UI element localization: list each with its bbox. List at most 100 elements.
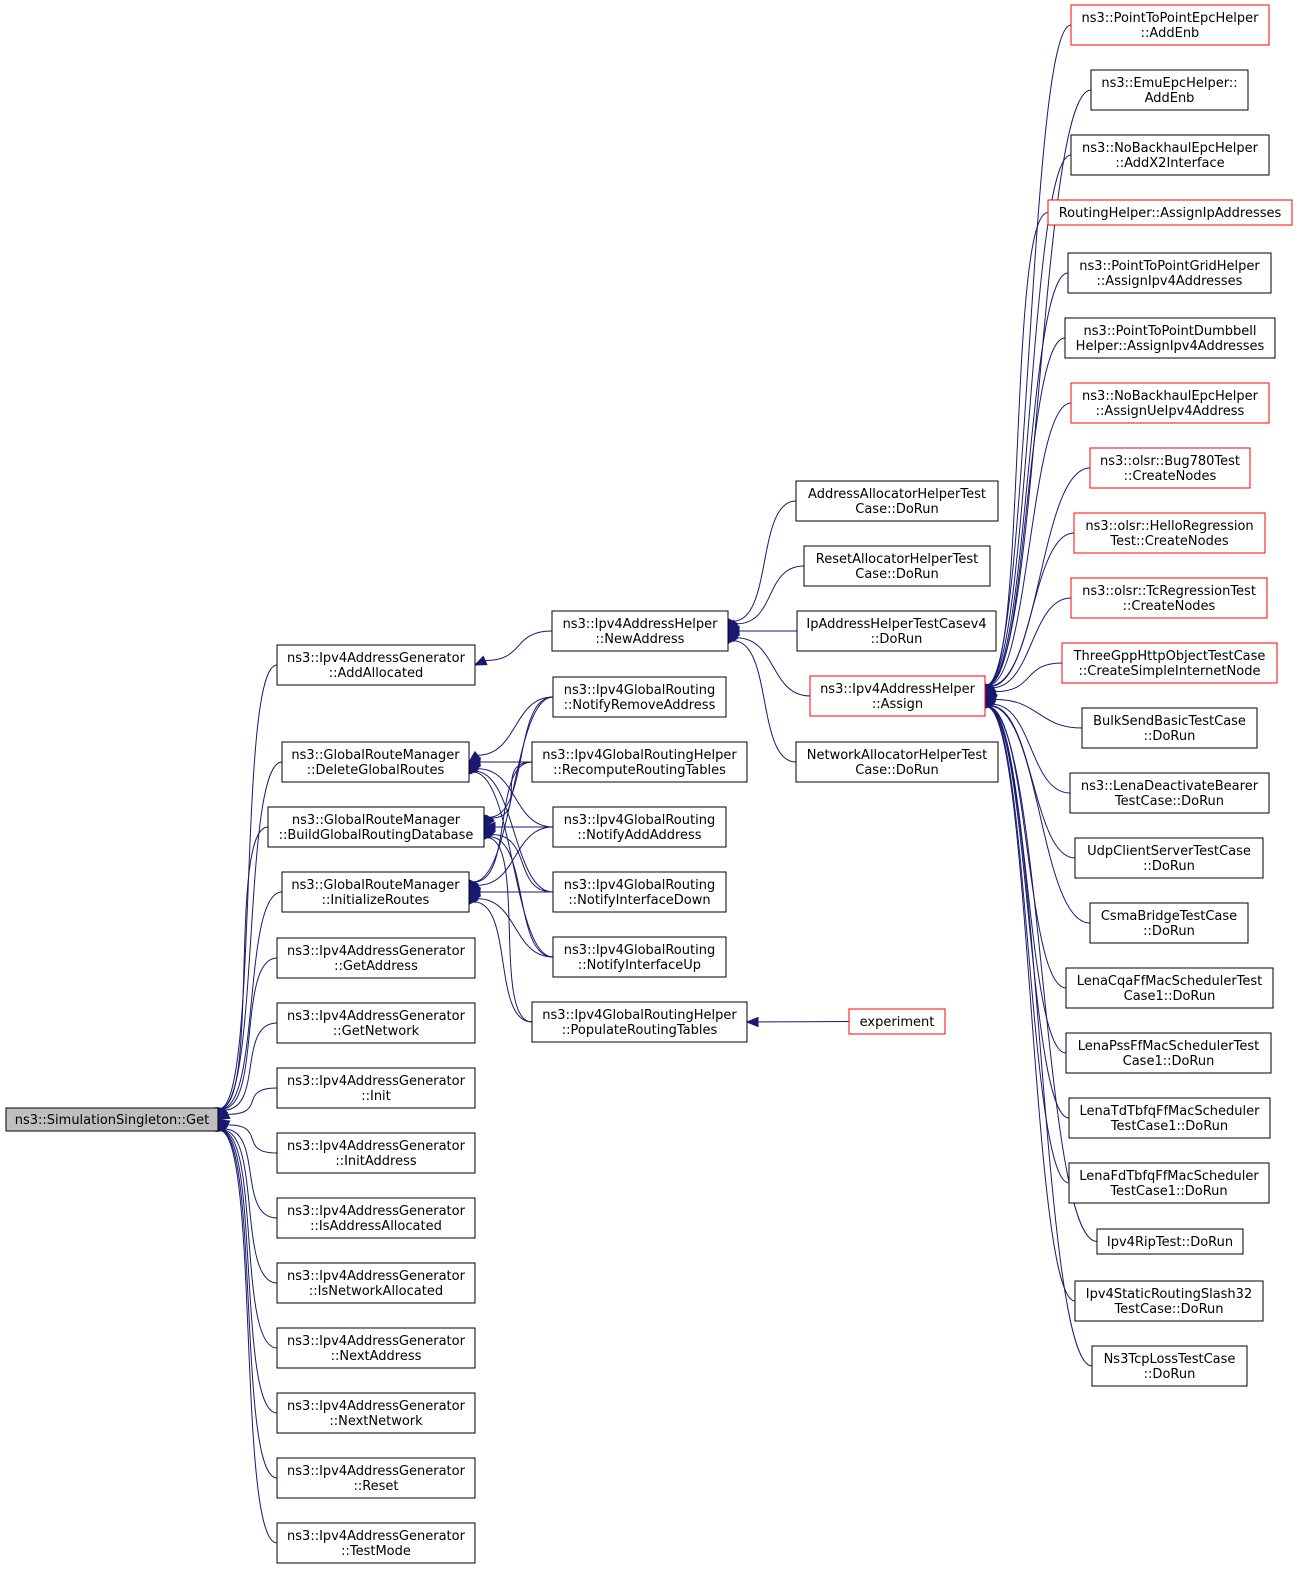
node-root[interactable]: ns3::SimulationSingleton::Get <box>5 1107 219 1132</box>
edge-bulk-send-to-assign <box>983 694 1083 729</box>
node-box <box>276 1197 476 1239</box>
node-label-line: ns3::GlobalRouteManager <box>292 813 461 828</box>
node-label-line: ::RecomputeRoutingTables <box>553 763 726 778</box>
node-no-backhaul-assign-ue[interactable]: ns3::NoBackhaulEpcHelper::AssignUeIpv4Ad… <box>1070 382 1270 424</box>
node-assign[interactable]: ns3::Ipv4AddressHelper::Assign <box>809 675 986 717</box>
node-udp-client-server[interactable]: UdpClientServerTestCase::DoRun <box>1074 837 1264 879</box>
arrowhead-icon <box>473 655 488 666</box>
node-label-line: ns3::Ipv4AddressGenerator <box>287 1009 466 1024</box>
node-init-address[interactable]: ns3::Ipv4AddressGenerator::InitAddress <box>276 1132 476 1174</box>
node-box <box>552 936 727 978</box>
node-label-line: TestCase::DoRun <box>1113 1302 1223 1317</box>
node-box <box>795 741 999 783</box>
node-test-mode[interactable]: ns3::Ipv4AddressGenerator::TestMode <box>276 1522 476 1564</box>
node-ns-3-tcp-loss[interactable]: Ns3TcpLossTestCase::DoRun <box>1091 1345 1248 1387</box>
node-no-backhaul-add-x-2[interactable]: ns3::NoBackhaulEpcHelper::AddX2Interface <box>1070 134 1270 176</box>
node-label-line: NetworkAllocatorHelperTest <box>807 748 987 763</box>
node-label-line: ns3::NoBackhaulEpcHelper <box>1082 141 1259 156</box>
node-label-line: ::GetAddress <box>334 959 418 974</box>
node-box <box>1068 1097 1271 1139</box>
node-bulk-send[interactable]: BulkSendBasicTestCase::DoRun <box>1081 707 1258 749</box>
edge-test-mode-to-root <box>214 1118 278 1544</box>
node-is-address-allocated[interactable]: ns3::Ipv4AddressGenerator::IsAddressAllo… <box>276 1197 476 1239</box>
edge-reset-allocator-test-to-new-address <box>726 565 805 632</box>
node-p-2p-epc-add-enb[interactable]: ns3::PointToPointEpcHelper::AddEnb <box>1070 4 1270 46</box>
node-reset[interactable]: ns3::Ipv4AddressGenerator::Reset <box>276 1457 476 1499</box>
node-notify-remove-address[interactable]: ns3::Ipv4GlobalRouting::NotifyRemoveAddr… <box>552 676 727 718</box>
node-notify-add-address[interactable]: ns3::Ipv4GlobalRouting::NotifyAddAddress <box>552 806 727 848</box>
node-emu-epc-add-enb[interactable]: ns3::EmuEpcHelper::AddEnb <box>1090 69 1249 111</box>
node-label-line: AddEnb <box>1145 91 1195 106</box>
edge-line <box>489 696 554 818</box>
node-routing-helper-assign[interactable]: RoutingHelper::AssignIpAddresses <box>1047 199 1293 226</box>
node-delete-global-routes[interactable]: ns3::GlobalRouteManager::DeleteGlobalRou… <box>281 741 470 783</box>
node-notify-interface-down[interactable]: ns3::Ipv4GlobalRouting::NotifyInterfaceD… <box>552 871 727 913</box>
node-label-line: ns3::Ipv4GlobalRoutingHelper <box>542 748 737 763</box>
node-label-line: CsmaBridgeTestCase <box>1101 909 1237 924</box>
node-next-address[interactable]: ns3::Ipv4AddressGenerator::NextAddress <box>276 1327 476 1369</box>
node-label-line: ns3::olsr::TcRegressionTest <box>1082 584 1256 599</box>
node-box <box>276 644 476 686</box>
node-p-2p-dumbbell-assign[interactable]: ns3::PointToPointDumbbellHelper::AssignI… <box>1064 317 1276 359</box>
node-box <box>552 676 727 718</box>
node-initialize-routes[interactable]: ns3::GlobalRouteManager::InitializeRoute… <box>281 871 470 913</box>
edge-address-allocator-test-to-new-address <box>727 500 797 633</box>
edge-line <box>995 662 1063 693</box>
node-new-address[interactable]: ns3::Ipv4AddressHelper::NewAddress <box>551 610 729 652</box>
node-box <box>1065 1032 1272 1074</box>
node-label-line: Ns3TcpLossTestCase <box>1104 1352 1236 1367</box>
node-recompute-routing-tables[interactable]: ns3::Ipv4GlobalRoutingHelper::RecomputeR… <box>531 741 748 783</box>
edge-line <box>987 706 1067 989</box>
node-ip-address-helper-test[interactable]: IpAddressHelperTestCasev4::DoRun <box>796 610 997 652</box>
node-label-line: ::InitAddress <box>335 1154 417 1169</box>
node-label-line: TestCase::DoRun <box>1114 794 1224 809</box>
node-label-line: ::NewAddress <box>596 632 685 647</box>
node-p-2p-grid-assign[interactable]: ns3::PointToPointGridHelper::AssignIpv4A… <box>1067 252 1272 294</box>
node-build-global-routing-database[interactable]: ns3::GlobalRouteManager::BuildGlobalRout… <box>267 806 485 848</box>
node-bug-780-create-nodes[interactable]: ns3::olsr::Bug780Test::CreateNodes <box>1089 447 1251 489</box>
node-box <box>1081 707 1258 749</box>
edge-line <box>489 836 554 958</box>
node-label-line: UdpClientServerTestCase <box>1087 844 1251 859</box>
node-label-line: Case1::DoRun <box>1123 1054 1215 1069</box>
node-csma-bridge[interactable]: CsmaBridgeTestCase::DoRun <box>1089 902 1249 944</box>
node-get-address[interactable]: ns3::Ipv4AddressGenerator::GetAddress <box>276 937 476 979</box>
node-next-network[interactable]: ns3::Ipv4AddressGenerator::NextNetwork <box>276 1392 476 1434</box>
node-tc-regression-create-nodes[interactable]: ns3::olsr::TcRegressionTest::CreateNodes <box>1070 577 1268 619</box>
node-hello-regression-create-nodes[interactable]: ns3::olsr::HelloRegressionTest::CreateNo… <box>1073 512 1266 554</box>
node-box <box>1065 967 1274 1009</box>
node-label-line: ::DoRun <box>1143 859 1195 874</box>
node-notify-interface-up[interactable]: ns3::Ipv4GlobalRouting::NotifyInterfaceU… <box>552 936 727 978</box>
node-add-allocated[interactable]: ns3::Ipv4AddressGenerator::AddAllocated <box>276 644 476 686</box>
node-experiment[interactable]: experiment <box>848 1008 946 1035</box>
edge-line <box>227 1124 278 1154</box>
edge-line <box>473 901 533 1023</box>
node-label-line: ns3::EmuEpcHelper:: <box>1101 76 1237 91</box>
node-box <box>1047 199 1293 226</box>
edge-line <box>736 637 811 697</box>
node-label-line: ::Reset <box>353 1479 398 1494</box>
node-is-network-allocated[interactable]: ns3::Ipv4AddressGenerator::IsNetworkAllo… <box>276 1262 476 1304</box>
node-label-line: ns3::LenaDeactivateBearer <box>1081 779 1259 794</box>
edge-line <box>986 706 1070 1184</box>
edge-line <box>223 1128 278 1219</box>
node-label-line: ns3::Ipv4AddressGenerator <box>287 651 466 666</box>
node-init[interactable]: ns3::Ipv4AddressGenerator::Init <box>276 1067 476 1109</box>
node-box <box>1090 69 1249 111</box>
node-ipv-4-rip[interactable]: Ipv4RipTest::DoRun <box>1096 1228 1244 1255</box>
node-label-line: ns3::Ipv4AddressGenerator <box>287 1399 466 1414</box>
node-populate-routing-tables[interactable]: ns3::Ipv4GlobalRoutingHelper::PopulateRo… <box>531 1001 748 1043</box>
node-three-gpp-http[interactable]: ThreeGppHttpObjectTestCase::CreateSimple… <box>1061 642 1278 684</box>
node-get-network[interactable]: ns3::Ipv4AddressGenerator::GetNetwork <box>276 1002 476 1044</box>
edge-init-to-root <box>216 1087 278 1121</box>
node-label-line: Ipv4StaticRoutingSlash32 <box>1086 1287 1252 1302</box>
